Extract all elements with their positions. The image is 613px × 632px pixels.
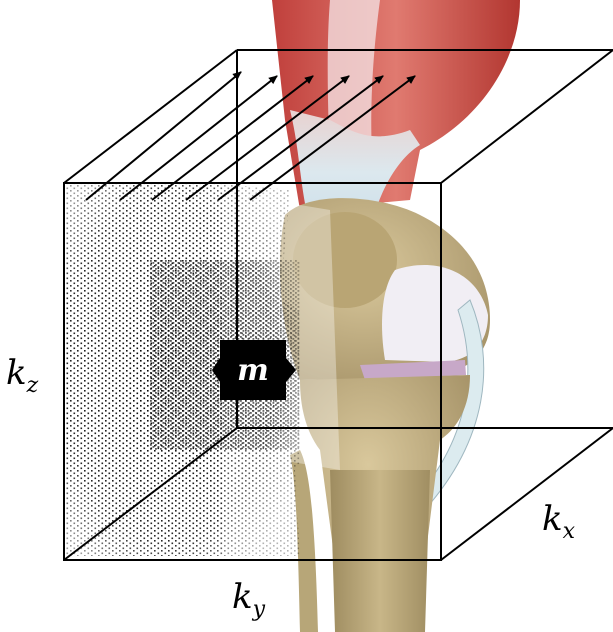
kx-symbol: k xyxy=(542,499,563,539)
readout-arrow xyxy=(120,76,277,200)
ky-subscript: y xyxy=(253,597,265,622)
cube-edge-top-left xyxy=(64,50,237,183)
axis-label-ky: ky xyxy=(232,580,265,621)
knee-illustration xyxy=(270,0,520,632)
axis-label-kz: kz xyxy=(6,356,38,397)
m-label-box: m xyxy=(218,340,288,400)
tibia-shaft xyxy=(330,470,430,632)
axis-label-kx: kx xyxy=(542,502,575,543)
kx-subscript: x xyxy=(563,519,575,544)
readout-arrow xyxy=(86,72,241,200)
m-label: m xyxy=(237,353,269,388)
cube-edge-bottom-right xyxy=(441,428,613,560)
ky-symbol: k xyxy=(232,577,253,617)
kz-subscript: z xyxy=(27,373,39,398)
kz-symbol: k xyxy=(6,353,27,393)
